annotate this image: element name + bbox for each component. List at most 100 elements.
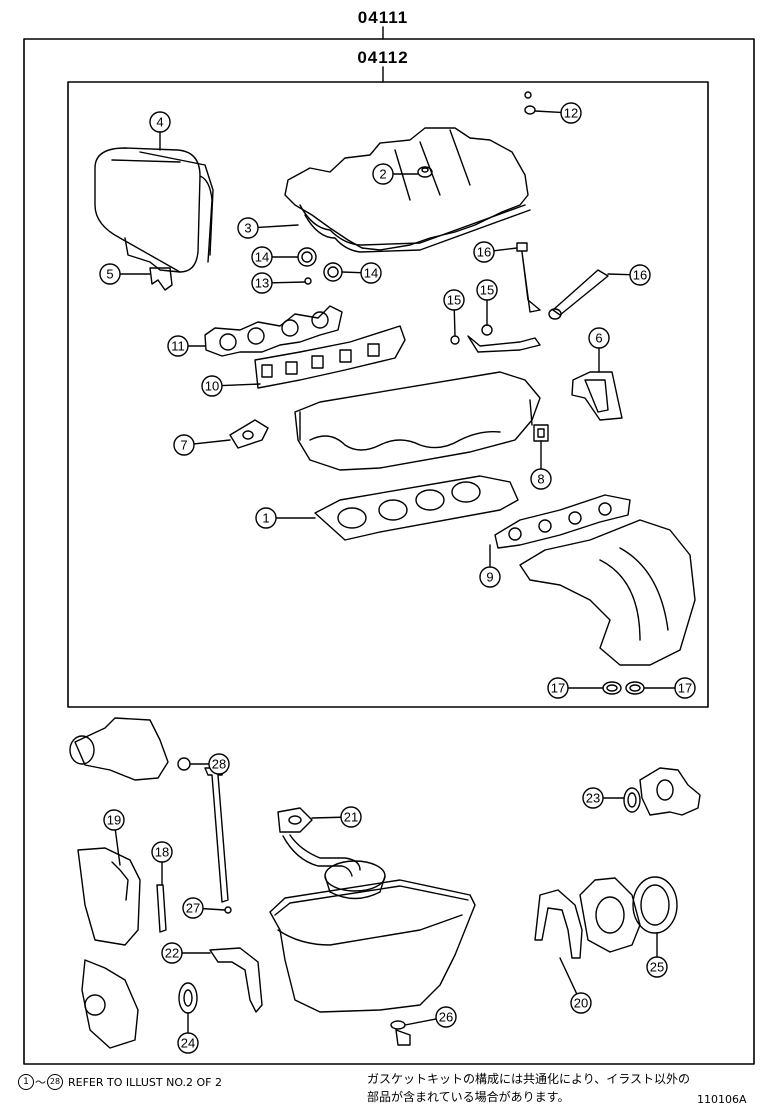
callout-circle [201,375,223,397]
callout-leader [257,224,299,229]
callout-circle [251,272,273,294]
callout-c14b: 14 [341,262,382,284]
callout-leader [341,271,362,274]
part-seal-23 [623,787,641,813]
footer-note-line2: 部品が含まれている場合があります。 [367,1090,570,1104]
callout-number: 24 [181,1036,195,1051]
kit-number-inner: 04112 [357,48,408,67]
part-head-cover [284,127,531,253]
callout-number: 17 [678,681,692,696]
callout-circle [99,263,121,285]
callout-c15b: 15 [476,279,498,326]
callout-c1: 1 [255,507,316,529]
callout-circle [443,289,465,311]
callout-c3: 3 [237,217,299,239]
callout-number: 25 [650,960,664,975]
callout-leader [559,957,578,995]
callout-c24: 24 [177,1012,199,1054]
part-plug-seals [297,247,343,285]
callout-c26: 26 [404,1006,457,1028]
callout-c4: 4 [149,111,171,151]
callout-circle [570,992,592,1014]
part-small-cap [524,91,536,115]
callout-leader [453,309,456,337]
callout-number: 14 [255,250,269,265]
callout-c12: 12 [534,102,582,124]
part-exhaust-manifold [519,519,696,666]
range-end-badge: 28 [47,1074,63,1090]
callout-circle [103,809,125,831]
callout-circle [588,327,610,349]
callout-number: 8 [537,472,544,487]
callout-c16a: 16 [473,241,518,263]
callout-circle [173,434,195,456]
callout-number: 1 [262,511,269,526]
callout-number: 3 [244,221,251,236]
callout-circle [372,163,394,185]
callout-circle [177,1032,199,1054]
callout-number: 6 [595,331,602,346]
callout-c7: 7 [173,434,231,456]
callout-circle [582,787,604,809]
callout-circle [360,262,382,284]
callout-c25: 25 [646,932,668,978]
callout-number: 5 [106,267,113,282]
callout-c8: 8 [530,440,552,490]
part-valve-seals [450,324,541,353]
callout-c13: 13 [251,272,306,294]
callout-circle [251,246,273,268]
part-cylinder-head [294,371,541,471]
callout-c21: 21 [311,806,362,828]
callout-circle [208,753,230,775]
callout-circle [161,942,183,964]
callout-leader [607,273,631,276]
callout-c9: 9 [479,544,501,588]
part-exhaust-manifold-gasket [204,305,343,357]
callout-number: 28 [212,757,226,772]
callout-c10: 10 [201,375,261,397]
part-thermostat-housing [69,717,169,781]
part-oil-pan-gasket-22 [209,947,263,1013]
part-seal-24 [178,982,198,1014]
part-timing-cover-lower [77,847,141,1049]
callout-circle [476,279,498,301]
illustration-id: 110106A [697,1093,747,1106]
callout-number: 22 [165,946,179,961]
callout-c11: 11 [167,335,206,357]
callout-number: 16 [477,245,491,260]
part-exhaust-gasket [494,494,631,549]
callout-circle [646,956,668,978]
part-grommet [417,166,433,178]
callout-number: 17 [551,681,565,696]
callout-circle [479,566,501,588]
callout-number: 21 [344,810,358,825]
part-dipstick-tube [204,767,232,914]
callout-circle [629,264,651,286]
part-cylinder-head-gasket [314,475,519,541]
outer-kit-frame [23,38,755,1065]
callout-c23: 23 [582,787,625,809]
part-exhaust-rings [602,681,645,695]
footer-note-line1: ガスケットキットの構成には共通化により、イラスト以外の [367,1072,691,1086]
callout-number: 18 [155,845,169,860]
callout-c6: 6 [588,327,610,373]
callout-circle [237,217,259,239]
callout-leader [404,1018,437,1026]
part-oil-pan [269,879,476,1013]
part-square-gasket [533,424,549,442]
callout-number: 27 [186,901,200,916]
callout-circle [473,241,495,263]
refer-text: REFER TO ILLUST NO.2 OF 2 [68,1075,222,1089]
callout-leader [493,247,518,252]
callout-number: 14 [364,266,378,281]
callout-number: 13 [255,276,269,291]
callout-circle [149,111,171,133]
callout-number: 2 [379,167,386,182]
part-oil-strainer [277,807,386,900]
callout-leader [114,829,121,866]
callout-leader [311,816,342,819]
callout-number: 10 [205,379,219,394]
part-bracket-gasket [149,267,173,291]
